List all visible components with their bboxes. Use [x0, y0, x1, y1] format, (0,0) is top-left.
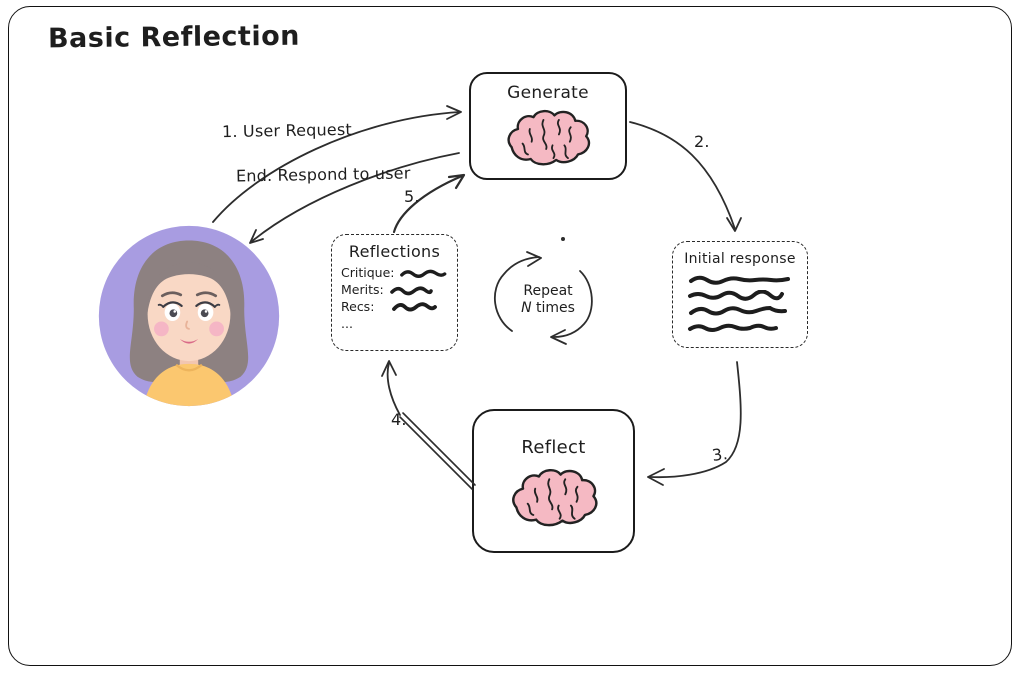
diagram-title: Basic Reflection	[47, 20, 301, 55]
response-scribbles	[687, 274, 793, 333]
scribble	[392, 302, 438, 312]
scribble	[400, 269, 447, 278]
avatar-bangs	[147, 262, 231, 313]
node-reflect: Reflect	[472, 409, 635, 553]
label-step3: 3.	[710, 444, 729, 465]
label-user-request: 1. User Request	[221, 119, 353, 142]
node-generate: Generate	[469, 72, 627, 180]
avatar-blush-left	[154, 321, 169, 337]
reflections-row-recs: Recs:	[341, 299, 448, 315]
outer-frame	[8, 6, 1012, 666]
reflect-label: Reflect	[521, 437, 586, 458]
label-step5: 5.	[404, 187, 420, 206]
brain-icon	[507, 109, 591, 166]
label-step2: 2.	[694, 132, 710, 151]
avatar-mouth	[179, 339, 199, 344]
reflections-label: Reflections	[348, 242, 441, 261]
avatar-shirt	[143, 363, 235, 407]
node-reflections: Reflections Critique: Merits: Recs: ...	[331, 234, 458, 351]
scribble	[389, 285, 433, 295]
reflections-row-ellipsis: ...	[341, 316, 353, 331]
user-avatar	[98, 225, 280, 407]
repeat-loop-label: Repeat N times	[521, 283, 575, 316]
brain-icon	[511, 468, 598, 527]
avatar-nose	[185, 320, 190, 330]
avatar-face	[147, 267, 231, 362]
avatar-blush-right	[209, 321, 224, 337]
label-step4: 4.	[391, 410, 407, 429]
reflections-row-critique: Critique:	[341, 265, 448, 281]
node-initial-response: Initial response	[672, 241, 808, 348]
reflections-row-merits: Merits:	[341, 282, 448, 298]
avatar-eyes	[157, 291, 221, 322]
label-respond-to-user: End. Respond to user	[235, 163, 411, 186]
generate-label: Generate	[507, 83, 589, 103]
initial-response-label: Initial response	[684, 251, 796, 267]
